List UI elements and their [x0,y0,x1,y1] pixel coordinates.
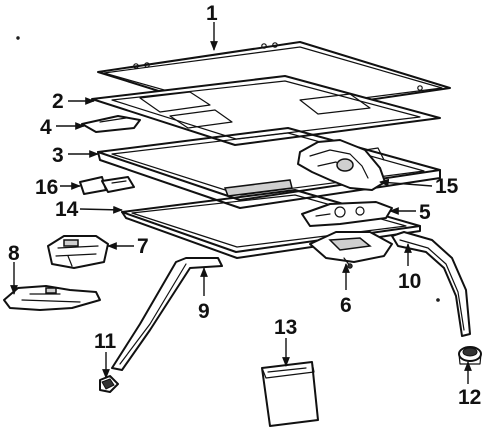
latch-assembly [47,235,109,269]
bracket-part [79,176,135,195]
callout-7: 7 [137,235,149,258]
callout-6: 6 [340,294,352,317]
support-bracket [309,231,393,269]
drain-hose-left [111,257,223,371]
deflector-bracket [81,115,141,133]
guide-rail-bracket [301,201,393,227]
callout-4: 4 [40,116,52,139]
callout-9: 9 [198,300,210,323]
callout-3: 3 [52,144,64,167]
grommet-right [458,346,482,365]
callout-8: 8 [8,242,20,265]
callout-labels: 1 2 4 3 16 14 15 5 7 8 9 10 6 11 13 12 [8,2,481,409]
callout-15: 15 [435,175,459,198]
sunshade-panel [91,75,441,146]
drive-motor-assembly [297,139,386,191]
callout-13: 13 [274,316,297,339]
weatherstrip-seal [121,189,421,259]
callout-1: 1 [206,2,218,25]
callout-12: 12 [458,386,481,409]
callout-11: 11 [94,330,117,353]
callout-14: 14 [55,198,79,221]
leader-lines [10,22,472,384]
grommet-left [99,375,119,393]
callout-5: 5 [419,201,431,224]
label-plate [261,361,319,427]
mounting-bracket [3,285,101,311]
sunroof-frame [97,127,441,209]
drain-hose-right [391,231,471,337]
callout-16: 16 [35,176,58,199]
callout-10: 10 [398,270,421,293]
callout-2: 2 [52,90,64,113]
